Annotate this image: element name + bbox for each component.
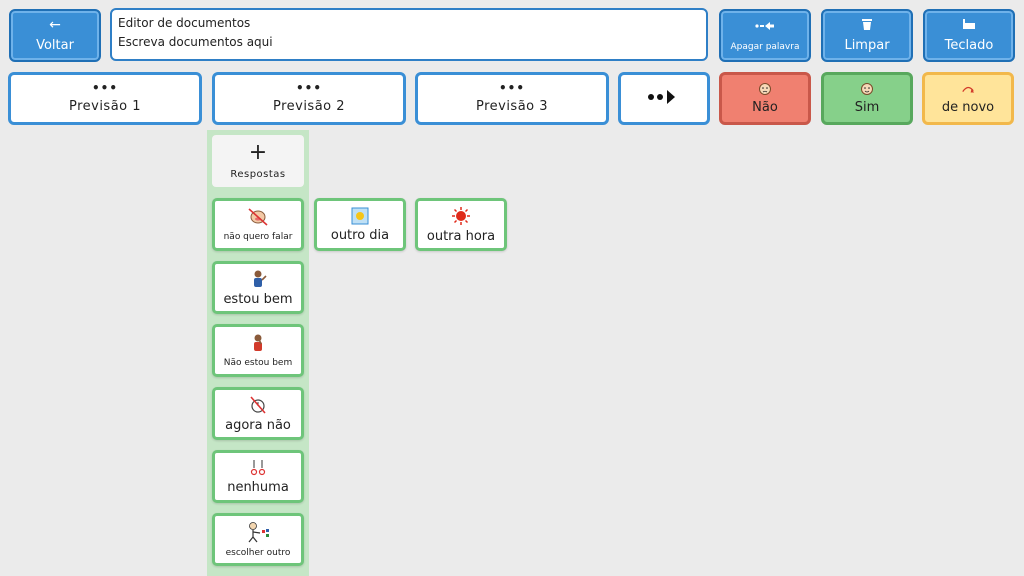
- no-talk-icon: [248, 208, 268, 226]
- editor-title: Editor de documentos: [118, 16, 251, 30]
- tile-agora-nao[interactable]: agora não: [212, 387, 304, 440]
- prediction-2-button[interactable]: ••• Previsão 2: [212, 72, 406, 125]
- respostas-folder[interactable]: + Respostas: [212, 135, 304, 187]
- none-icon: [250, 459, 266, 475]
- more-arrow-icon: [647, 89, 681, 108]
- ellipsis-icon: •••: [91, 81, 118, 95]
- ellipsis-icon: •••: [498, 81, 525, 95]
- prediction-label: Previsão 3: [475, 99, 549, 114]
- ellipsis-icon: •••: [295, 81, 322, 95]
- back-label: Voltar: [36, 38, 74, 53]
- face-yes-icon: [861, 83, 873, 95]
- keyboard-icon: [961, 18, 977, 34]
- repeat-arrow-icon: [962, 86, 975, 93]
- tile-label: agora não: [225, 417, 291, 433]
- backspace-icon: [754, 20, 776, 36]
- back-button[interactable]: ← Voltar: [9, 9, 101, 62]
- tile-nao-estou-bem[interactable]: Não estou bem: [212, 324, 304, 377]
- tile-outra-hora[interactable]: outra hora: [415, 198, 507, 251]
- tile-label: outro dia: [330, 227, 390, 243]
- prediction-label: Previsão 2: [272, 99, 346, 114]
- tile-nao-quero-falar[interactable]: não quero falar: [212, 198, 304, 251]
- delete-word-button[interactable]: Apagar palavra: [719, 9, 811, 62]
- document-editor[interactable]: Editor de documentos Escreva documentos …: [110, 8, 708, 61]
- again-button[interactable]: de novo: [922, 72, 1014, 125]
- red-sun-icon: [452, 206, 470, 225]
- again-label: de novo: [941, 100, 995, 115]
- folder-label: Respostas: [230, 168, 286, 180]
- not-now-icon: [250, 395, 266, 414]
- person-ok-icon: [254, 270, 267, 287]
- prediction-label: Previsão 1: [68, 99, 142, 114]
- prediction-1-button[interactable]: ••• Previsão 1: [8, 72, 202, 125]
- editor-text: Escreva documentos aqui: [118, 35, 273, 49]
- tile-label: não quero falar: [223, 232, 293, 242]
- face-no-icon: [759, 83, 771, 95]
- more-predictions-button[interactable]: [618, 72, 710, 125]
- tile-label: escolher outro: [225, 548, 291, 558]
- plus-icon: +: [248, 139, 268, 165]
- sun-icon: [351, 207, 369, 224]
- clear-button[interactable]: Limpar: [821, 9, 913, 62]
- yes-button[interactable]: Sim: [821, 72, 913, 125]
- no-button[interactable]: Não: [719, 72, 811, 125]
- tile-escolher-outro[interactable]: escolher outro: [212, 513, 304, 566]
- clear-label: Limpar: [844, 38, 890, 53]
- tile-label: outra hora: [426, 228, 496, 244]
- person-unwell-icon: [254, 334, 262, 351]
- keyboard-button[interactable]: Teclado: [923, 9, 1015, 62]
- keyboard-label: Teclado: [944, 38, 994, 53]
- trash-icon: [861, 18, 873, 34]
- arrow-left-icon: ←: [49, 17, 61, 33]
- yes-label: Sim: [854, 100, 880, 115]
- tile-estou-bem[interactable]: estou bem: [212, 261, 304, 314]
- delete-word-label: Apagar palavra: [730, 41, 800, 52]
- tile-label: Não estou bem: [223, 358, 293, 368]
- tile-outro-dia[interactable]: outro dia: [314, 198, 406, 251]
- tile-label: nenhuma: [227, 479, 289, 495]
- prediction-3-button[interactable]: ••• Previsão 3: [415, 72, 609, 125]
- tile-nenhuma[interactable]: nenhuma: [212, 450, 304, 503]
- tile-label: estou bem: [223, 291, 293, 307]
- no-label: Não: [752, 100, 778, 115]
- choose-other-icon: [248, 522, 269, 543]
